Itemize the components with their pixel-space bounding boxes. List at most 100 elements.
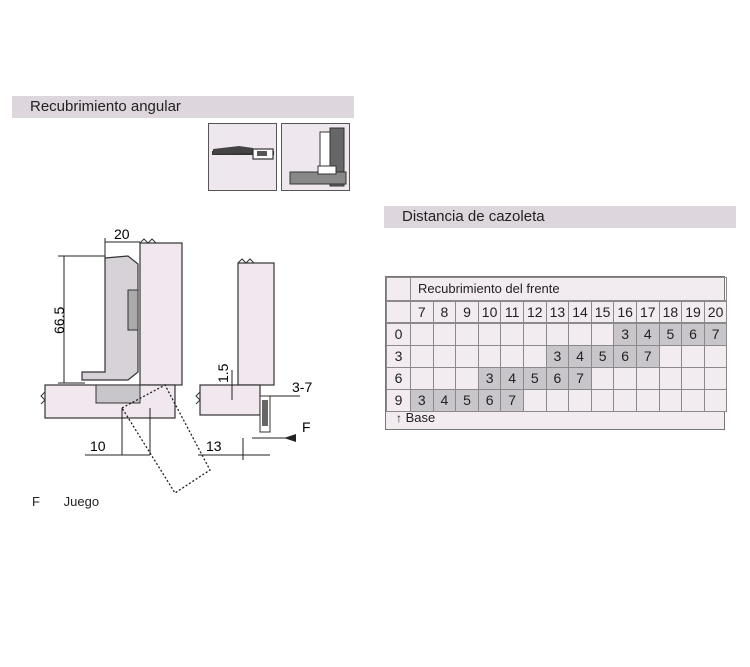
table-cell	[500, 323, 524, 346]
table-cell	[658, 345, 683, 368]
table-cell	[613, 367, 637, 390]
arrow-up-icon: ↑	[396, 411, 402, 425]
table-footer: ↑ Base	[396, 410, 435, 425]
table-cell	[681, 389, 705, 412]
table-cell	[410, 345, 434, 368]
table-cell	[455, 345, 479, 368]
section-title-cazoleta: Distancia de cazoleta	[384, 206, 736, 228]
column-header: 10	[477, 301, 502, 323]
legend-key: F	[32, 494, 40, 509]
legend-text: Juego	[63, 494, 100, 509]
dim-height-label: 66.5	[51, 307, 67, 334]
table-cell-filled: 4	[568, 345, 592, 368]
hinge-arm	[81, 255, 139, 381]
dim-left-offset-label: 10	[90, 438, 106, 454]
right-drawing: 1.5 3-7 F 13	[195, 258, 312, 460]
table-cell	[410, 323, 434, 346]
row-base-label: 9	[386, 389, 411, 412]
table-cell	[523, 345, 547, 368]
table-cell	[590, 389, 615, 412]
left-drawing: 20 66.5 10	[40, 226, 211, 494]
table-cell-filled: 4	[636, 323, 660, 346]
hinge-closed-icon	[212, 146, 274, 160]
column-header: 17	[636, 301, 660, 323]
table-cell-filled: 7	[636, 345, 660, 368]
table-cell	[523, 323, 547, 346]
table-cell-filled: 3	[410, 389, 434, 412]
table-cell-filled: 4	[500, 367, 524, 390]
section-title-angular: Recubrimiento angular	[12, 96, 354, 118]
table-cell-filled: 5	[455, 389, 479, 412]
column-header: 11	[500, 301, 524, 323]
column-header: 16	[613, 301, 637, 323]
hinge-open-thumbnail	[281, 123, 350, 191]
table-cell	[432, 323, 457, 346]
table-cell-filled: 6	[477, 389, 502, 412]
table-cell	[703, 389, 728, 412]
table-cell	[568, 323, 592, 346]
door-swing-path	[121, 384, 211, 494]
dim-width-label: 20	[114, 226, 130, 242]
column-header: 8	[432, 301, 457, 323]
column-header: 12	[523, 301, 547, 323]
legend: F Juego	[32, 494, 99, 509]
table-cell-filled: 3	[613, 323, 637, 346]
technical-drawing: 20 66.5 10 1.5 3-7 F 13	[40, 226, 312, 494]
table-header-spacer	[386, 301, 411, 323]
table-footer-label: Base	[405, 410, 436, 425]
table-cell-filled: 4	[432, 389, 457, 412]
dim-range-label: 3-7	[292, 379, 312, 395]
hinge-open-icon	[289, 127, 347, 187]
table-cell	[410, 367, 434, 390]
table-cell-filled: 5	[658, 323, 683, 346]
row-base-label: 6	[386, 367, 411, 390]
table-cell	[681, 367, 705, 390]
table-cell	[477, 323, 502, 346]
column-header: 15	[590, 301, 615, 323]
column-header: 13	[545, 301, 570, 323]
base-plate	[95, 384, 141, 404]
table-cell	[703, 345, 728, 368]
table-cell	[455, 367, 479, 390]
column-header: 7	[410, 301, 434, 323]
table-cell	[703, 367, 728, 390]
dim-f-label: F	[302, 419, 311, 435]
table-cell	[500, 345, 524, 368]
table-cell	[432, 367, 457, 390]
table-cell	[613, 389, 637, 412]
cabinet-side-panel	[139, 242, 183, 386]
table-header-title: Recubrimiento del frente	[418, 281, 560, 296]
table-cell	[545, 389, 570, 412]
table-cell-filled: 6	[681, 323, 705, 346]
dim-reveal-label: 1.5	[215, 363, 231, 383]
column-header: 9	[455, 301, 479, 323]
table-cell	[545, 323, 570, 346]
row-base-label: 3	[386, 345, 411, 368]
column-header: 18	[658, 301, 683, 323]
column-header: 19	[681, 301, 705, 323]
table-cell-filled: 5	[590, 345, 615, 368]
table-cell-filled: 7	[703, 323, 728, 346]
table-cell-filled: 6	[545, 367, 570, 390]
table-cell	[681, 345, 705, 368]
table-cell	[432, 345, 457, 368]
column-header: 14	[568, 301, 592, 323]
section-title-angular-text: Recubrimiento angular	[30, 98, 181, 115]
table-title-band	[410, 277, 728, 301]
table-cell	[658, 367, 683, 390]
table-cell-filled: 7	[500, 389, 524, 412]
right-cabinet-panel	[237, 262, 275, 386]
table-cell	[590, 323, 615, 346]
table-cell	[477, 345, 502, 368]
table-cell-filled: 5	[523, 367, 547, 390]
table-cell	[636, 367, 660, 390]
hinge-closed-thumbnail	[208, 123, 277, 191]
table-cell	[658, 389, 683, 412]
dim-gap-right-label: 13	[206, 438, 222, 454]
table-cell-filled: 6	[613, 345, 637, 368]
table-cell	[590, 367, 615, 390]
table-cell	[568, 389, 592, 412]
table-cell	[523, 389, 547, 412]
table-cell-filled: 3	[545, 345, 570, 368]
